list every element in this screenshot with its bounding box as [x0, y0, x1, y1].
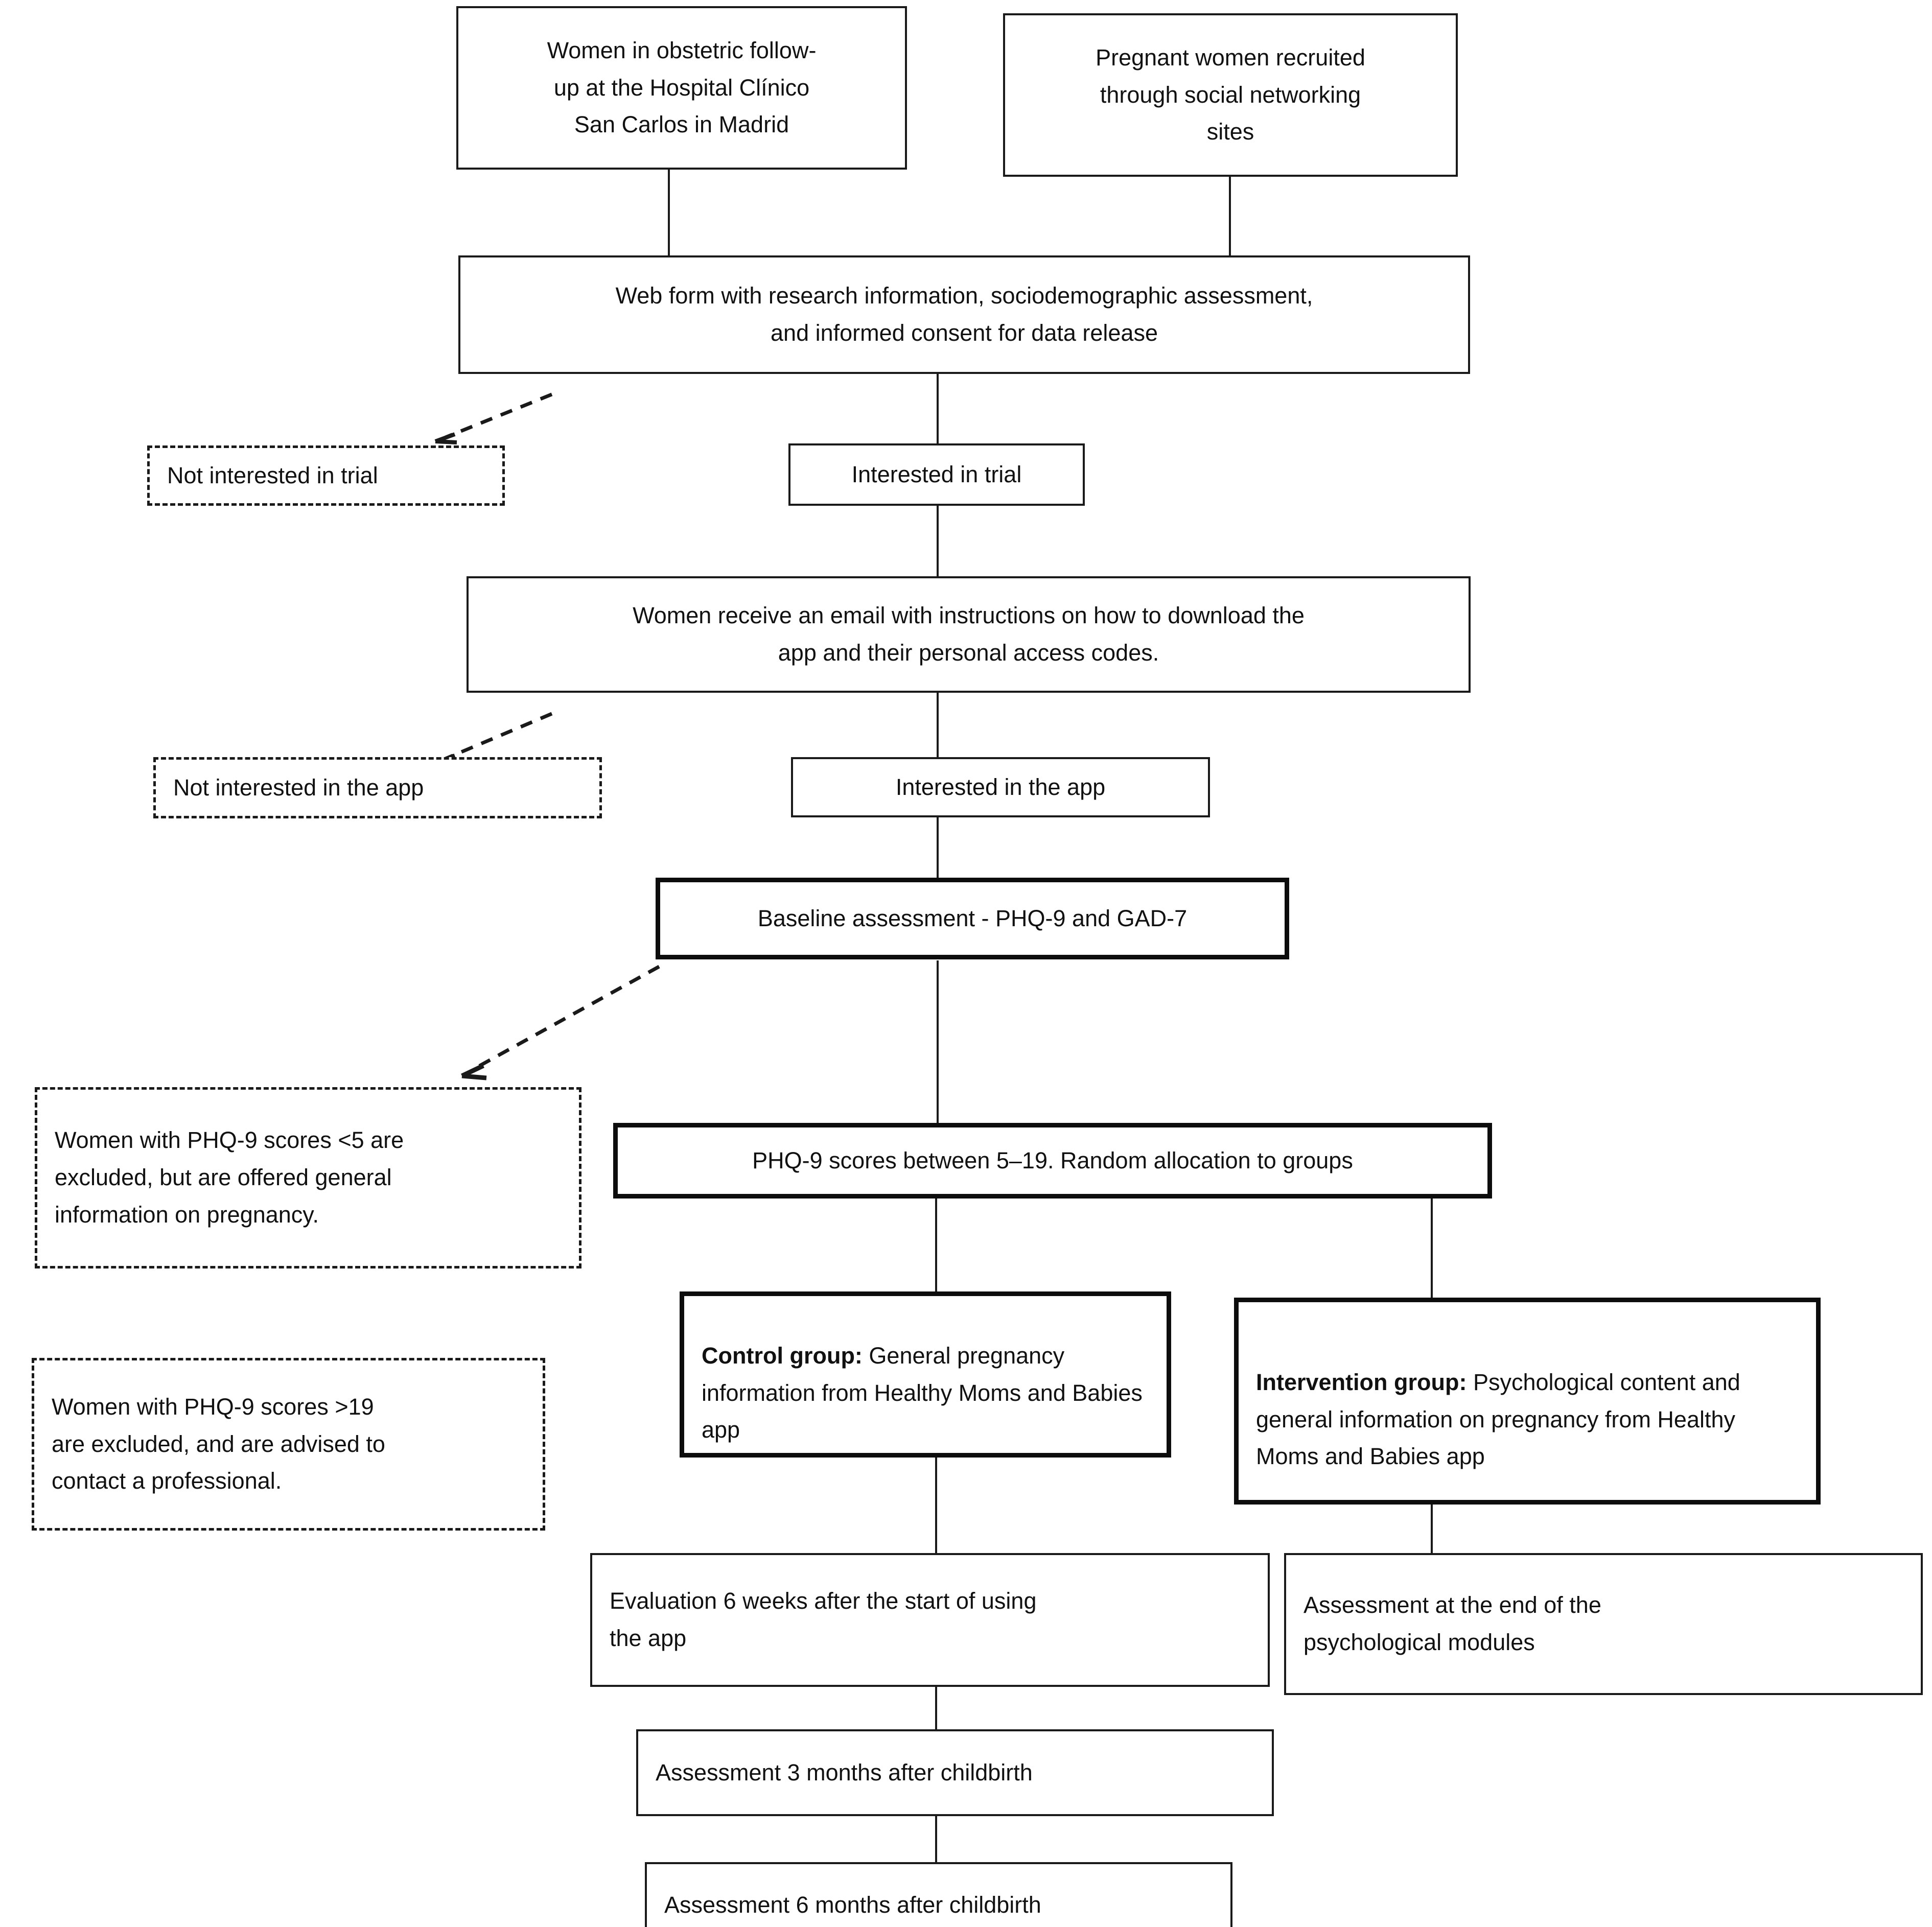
node-email-instructions[interactable]: Women receive an email with instructions… — [467, 576, 1471, 693]
connector-webform-to-interested-trial — [937, 373, 939, 444]
node-label: Women in obstetric follow- up at the Hos… — [547, 37, 817, 138]
node-excluded-high-score[interactable]: Women with PHQ-9 scores >19 are excluded… — [32, 1358, 545, 1531]
node-label: Assessment 3 months after childbirth — [656, 1759, 1033, 1785]
node-web-form[interactable]: Web form with research information, soci… — [458, 255, 1470, 374]
connector-randomization-to-control — [935, 1195, 937, 1298]
intervention-group-rest-label: Psychological content and general inform… — [1256, 1369, 1740, 1470]
dashed-arrow-not-interested-trial — [434, 392, 553, 444]
node-baseline-assessment[interactable]: Baseline assessment - PHQ-9 and GAD-7 — [656, 878, 1289, 959]
control-group-bold-label: Control group: — [702, 1342, 863, 1369]
node-label: Not interested in the app — [173, 774, 424, 801]
node-label: Women receive an email with instructions… — [633, 602, 1305, 666]
node-label: Interested in trial — [851, 461, 1022, 487]
node-label: PHQ-9 scores between 5–19. Random alloca… — [752, 1147, 1353, 1173]
connector-baseline-to-randomization — [937, 960, 939, 1124]
node-interested-app[interactable]: Interested in the app — [791, 757, 1210, 817]
node-hospital-recruitment[interactable]: Women in obstetric follow- up at the Hos… — [456, 6, 907, 170]
connector-intervention-to-modules — [1431, 1502, 1433, 1558]
node-label: Control group: General pregnancy informa… — [684, 1300, 1167, 1449]
connector-interested-trial-to-email — [937, 506, 939, 577]
connector-randomization-to-intervention — [1431, 1195, 1433, 1305]
node-label: Not interested in trial — [167, 462, 378, 488]
node-label: Women with PHQ-9 scores <5 are excluded,… — [55, 1127, 404, 1228]
node-label: Web form with research information, soci… — [615, 283, 1313, 346]
connector-email-to-interested-app — [937, 692, 939, 759]
node-label: Pregnant women recruited through social … — [1096, 44, 1365, 145]
dashed-arrow-excluded-low-score — [461, 965, 660, 1080]
control-group-rest-label: General pregnancy information from Healt… — [702, 1342, 1143, 1443]
node-social-recruitment[interactable]: Pregnant women recruited through social … — [1003, 13, 1458, 177]
connector-interested-app-to-baseline — [937, 817, 939, 879]
node-evaluation-6-weeks[interactable]: Evaluation 6 weeks after the start of us… — [590, 1553, 1270, 1687]
connector-hospital-to-webform — [668, 169, 670, 261]
connector-3months-to-6months — [935, 1816, 937, 1870]
node-interested-trial[interactable]: Interested in trial — [788, 443, 1085, 506]
node-not-interested-app[interactable]: Not interested in the app — [153, 757, 602, 818]
node-randomization[interactable]: PHQ-9 scores between 5–19. Random alloca… — [613, 1123, 1492, 1198]
node-label: Assessment 6 months after childbirth — [664, 1891, 1041, 1918]
node-label: Women with PHQ-9 scores >19 are excluded… — [52, 1393, 385, 1494]
node-label: Intervention group: Psychological conten… — [1239, 1327, 1816, 1476]
node-label: Evaluation 6 weeks after the start of us… — [610, 1588, 1037, 1651]
intervention-group-bold-label: Intervention group: — [1256, 1369, 1467, 1395]
connector-control-to-evaluation — [935, 1456, 937, 1558]
connector-evaluation-to-3months — [935, 1686, 937, 1750]
node-assessment-3-months[interactable]: Assessment 3 months after childbirth — [636, 1729, 1274, 1816]
node-intervention-group[interactable]: Intervention group: Psychological conten… — [1234, 1298, 1821, 1505]
node-control-group[interactable]: Control group: General pregnancy informa… — [680, 1291, 1171, 1458]
node-label: Interested in the app — [895, 773, 1106, 800]
node-label: Assessment at the end of the psychologic… — [1303, 1592, 1601, 1655]
node-excluded-low-score[interactable]: Women with PHQ-9 scores <5 are excluded,… — [35, 1087, 581, 1268]
connector-social-to-webform — [1229, 176, 1231, 261]
node-label: Baseline assessment - PHQ-9 and GAD-7 — [757, 905, 1188, 931]
node-assessment-modules-end[interactable]: Assessment at the end of the psychologic… — [1284, 1553, 1923, 1695]
node-not-interested-trial[interactable]: Not interested in trial — [147, 445, 505, 506]
node-assessment-6-months[interactable]: Assessment 6 months after childbirth — [645, 1862, 1232, 1927]
